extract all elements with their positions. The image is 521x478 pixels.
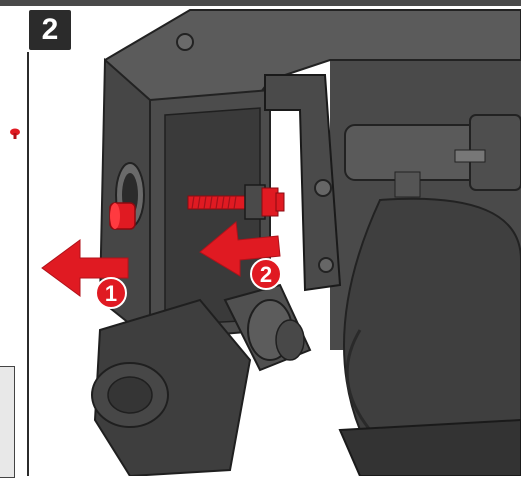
bracket-bolt-lower: [318, 257, 334, 273]
arrow-left-icon: [199, 221, 281, 277]
lower-flange: [93, 298, 252, 476]
callout-1: 1: [95, 277, 127, 309]
arrow-left-icon: [41, 239, 129, 297]
top-bar: [0, 0, 521, 6]
motor-cylinder: [343, 197, 521, 435]
hex-nut: [394, 171, 421, 198]
panel-divider: [27, 52, 29, 476]
base-plate: [338, 418, 521, 476]
callout-2: 2: [250, 258, 282, 290]
small-red-pin-icon: [10, 128, 20, 139]
callout-1-number: 1: [105, 281, 117, 306]
red-locking-pin: [109, 202, 136, 230]
step-number-badge: 2: [29, 10, 71, 50]
red-adjusting-screw: [187, 184, 285, 220]
top-bolt: [176, 33, 194, 51]
mounting-bracket: [264, 74, 342, 292]
step-number: 2: [41, 13, 59, 46]
bracket-bolt-upper: [314, 179, 332, 197]
callout-2-number: 2: [260, 262, 272, 287]
